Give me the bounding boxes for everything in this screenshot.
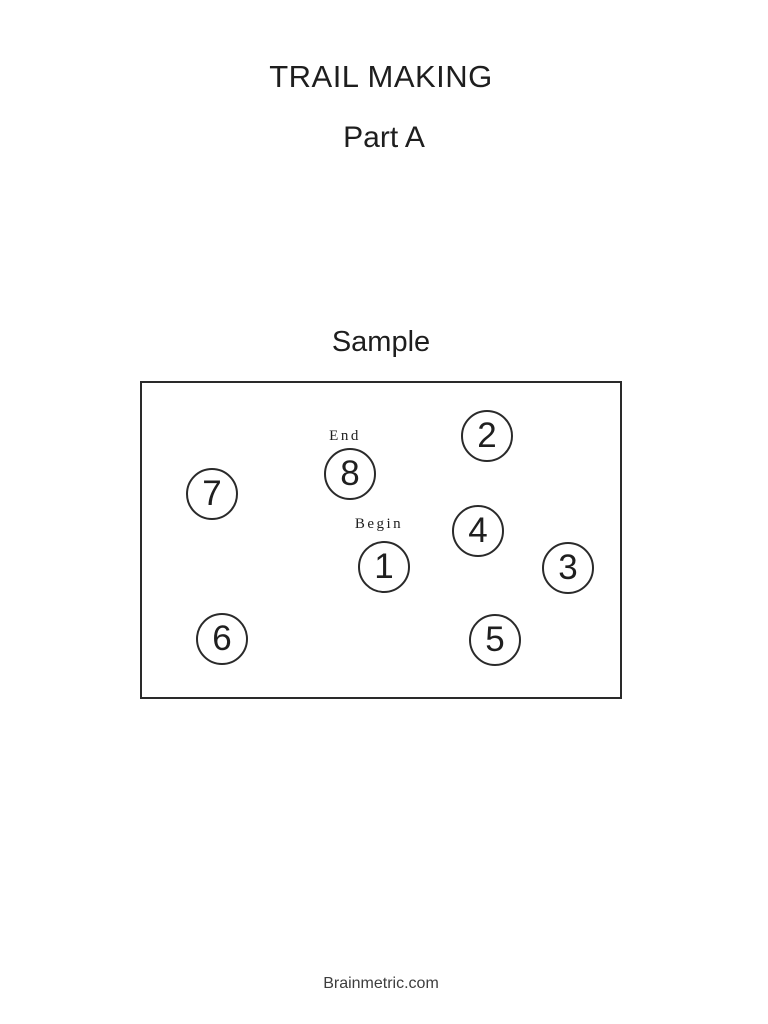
circle-7: 7 bbox=[186, 468, 238, 520]
circle-3: 3 bbox=[542, 542, 594, 594]
circle-6: 6 bbox=[196, 613, 248, 665]
footer-text: Brainmetric.com bbox=[323, 975, 439, 992]
sample-heading: Sample bbox=[331, 326, 431, 358]
circle-5: 5 bbox=[469, 614, 521, 666]
begin-label: Begin bbox=[354, 516, 404, 532]
end-label: End bbox=[329, 428, 361, 444]
circle-8: 8 bbox=[324, 448, 376, 500]
page-title: TRAIL MAKING bbox=[269, 59, 493, 94]
sample-box: End Begin 1 2 3 4 5 6 7 8 bbox=[140, 381, 622, 699]
circle-1: 1 bbox=[358, 541, 410, 593]
circle-4: 4 bbox=[452, 505, 504, 557]
page-subtitle: Part A bbox=[343, 121, 425, 154]
circle-2: 2 bbox=[461, 410, 513, 462]
